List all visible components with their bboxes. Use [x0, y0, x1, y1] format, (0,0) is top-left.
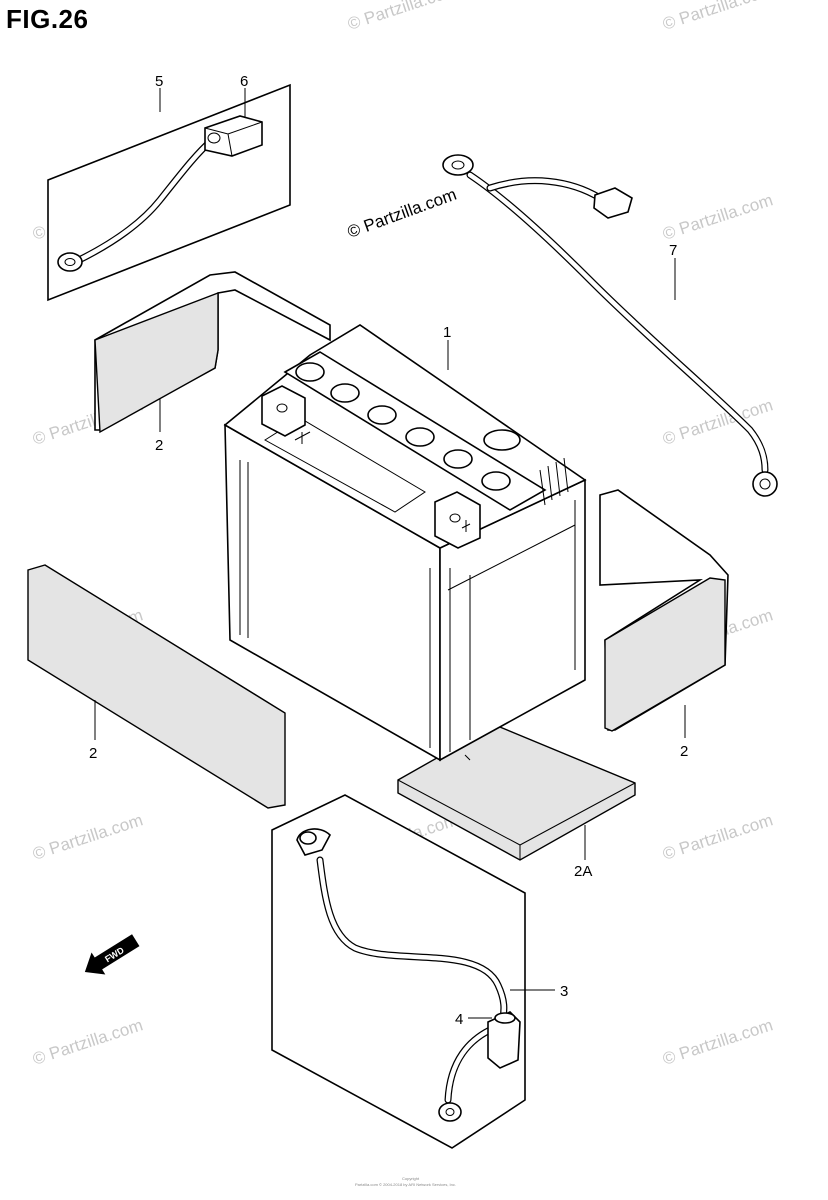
footer: Copyright Partzilla.com © 2004-2018 by A…	[355, 1176, 456, 1187]
battery-vent	[443, 449, 473, 469]
callout-2-right: 2	[680, 743, 688, 760]
part-5-6-group: 5 6	[47, 73, 291, 302]
watermark: © Partzilla.com	[660, 190, 775, 243]
callout-1: 1	[443, 324, 451, 341]
part-5-ring-terminal	[57, 252, 83, 272]
part-3-4-group: 3 4	[271, 794, 568, 1149]
part-1-battery: 1	[223, 324, 587, 762]
watermark: © Partzilla.com	[660, 0, 775, 34]
figure-title: FIG.26	[6, 4, 89, 34]
battery-vent	[295, 362, 325, 382]
part-7-ring-terminal-bottom	[752, 471, 778, 497]
battery-terminal-right	[434, 491, 481, 549]
part-7-connector	[593, 187, 633, 219]
part-6-cap	[204, 115, 263, 157]
callout-6: 6	[240, 73, 248, 90]
callout-3: 3	[560, 983, 568, 1000]
watermark: © Partzilla.com	[660, 810, 775, 863]
watermark-dark: © Partzilla.com	[345, 185, 459, 242]
watermark: © Partzilla.com	[30, 1015, 145, 1068]
callout-2-lower-left: 2	[89, 745, 97, 762]
battery-vent	[330, 383, 360, 403]
battery-vent	[481, 471, 511, 491]
part-4-boot	[487, 1011, 521, 1069]
part-2A-pad: 2A	[397, 724, 636, 880]
part-3-ring-terminal	[438, 1102, 462, 1122]
fwd-arrow-icon	[84, 934, 140, 975]
watermark: © Partzilla.com	[345, 0, 460, 34]
part-2-right-pad: 2	[599, 489, 729, 760]
callout-4: 4	[455, 1011, 463, 1028]
footer-copyright: Copyright	[402, 1176, 420, 1181]
part-2-upper-left-pad: 2	[94, 271, 331, 454]
fwd-arrow: FWD	[84, 934, 140, 975]
watermark: © Partzilla.com	[30, 810, 145, 863]
footer-notice: Partzilla.com © 2004-2018 by ARI Network…	[355, 1182, 456, 1187]
callout-2A: 2A	[574, 863, 592, 880]
callout-2-upper-left: 2	[155, 437, 163, 454]
part-7-ring-terminal-top	[442, 154, 474, 176]
battery-terminal-left	[261, 385, 306, 437]
watermark: © Partzilla.com	[660, 1015, 775, 1068]
callout-5: 5	[155, 73, 163, 90]
part-2-lower-left-pad: 2	[27, 564, 286, 809]
callout-7: 7	[669, 242, 677, 259]
battery-vent	[367, 405, 397, 425]
battery-vent	[405, 427, 435, 447]
